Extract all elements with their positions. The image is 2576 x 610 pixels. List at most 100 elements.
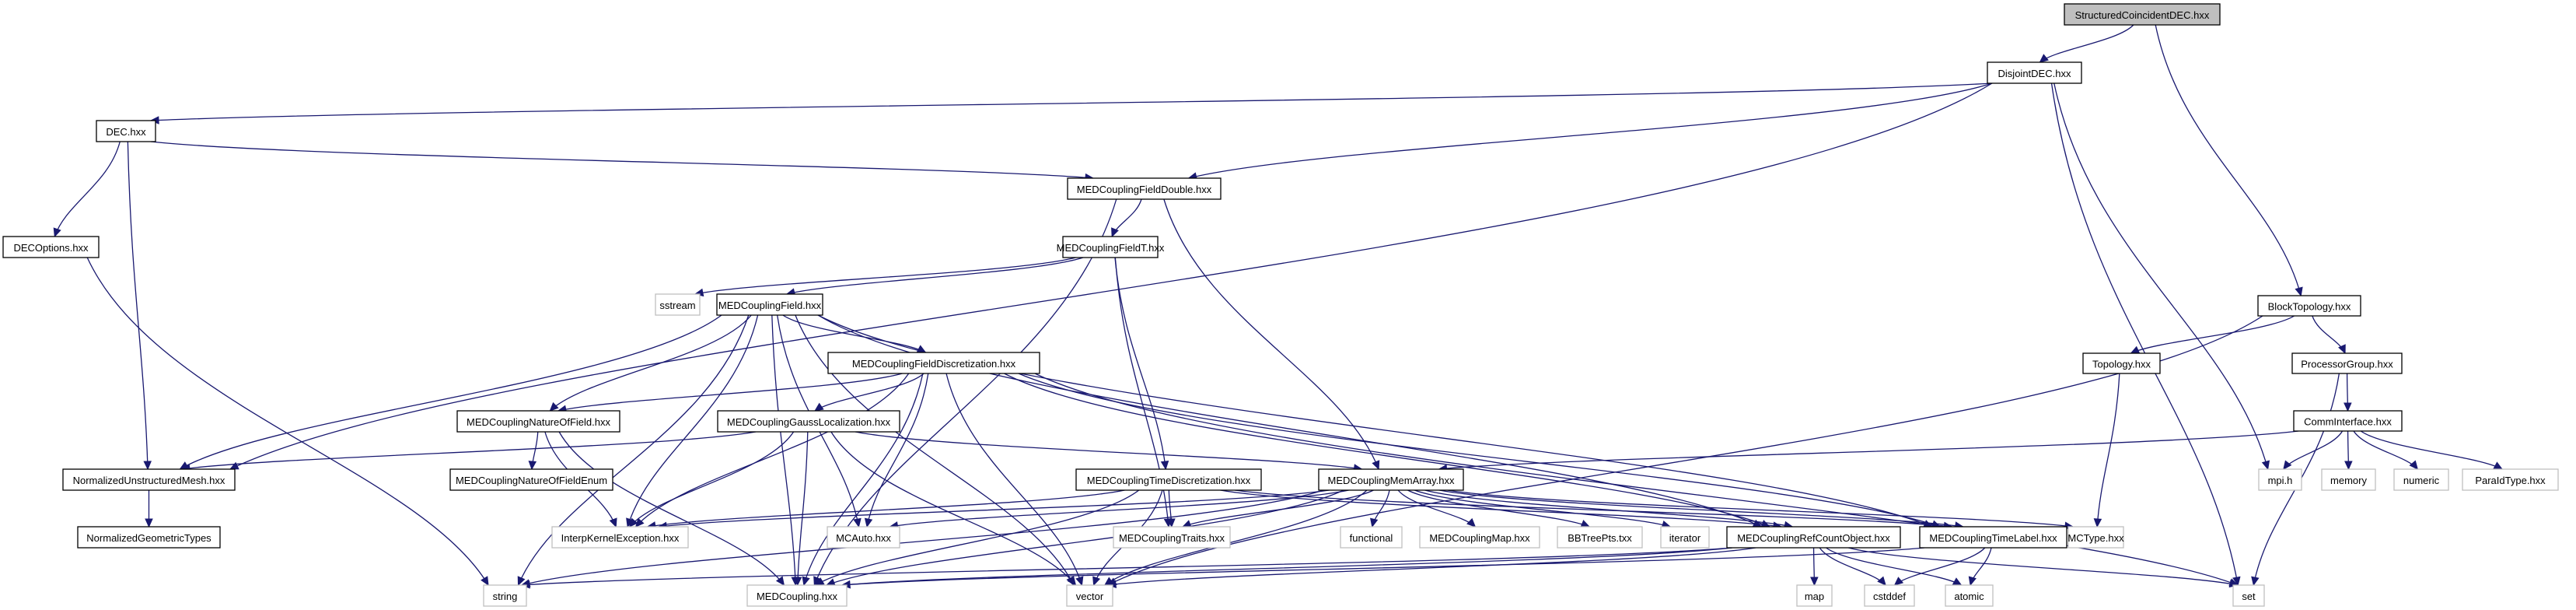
node-set[interactable]: set: [2232, 584, 2265, 607]
node-label: StructuredCoincidentDEC.hxx: [2075, 9, 2210, 21]
node-label: MEDCouplingField.hxx: [718, 300, 822, 311]
node-label: MEDCouplingRefCountObject.hxx: [1737, 532, 1890, 544]
edge-medcoupling-ref-count-object-to-vector: [1107, 547, 1756, 586]
node-memory[interactable]: memory: [2321, 468, 2376, 491]
node-box: [483, 584, 527, 607]
node-cstddef[interactable]: cstddef: [1864, 584, 1915, 607]
arrowhead-icon: [2295, 286, 2303, 297]
node-bbtree-pts[interactable]: BBTreePts.txx: [1557, 526, 1643, 549]
node-box: [2064, 3, 2221, 26]
node-decoptions[interactable]: DECOptions.hxx: [2, 236, 100, 258]
arrowhead-icon: [2344, 402, 2352, 412]
node-box: [1557, 526, 1643, 549]
edge-medcoupling-mem-array-to-medcoupling: [826, 489, 1344, 586]
node-medcoupling-field-t[interactable]: MEDCouplingFieldT.hxx: [1057, 236, 1165, 258]
node-label: MCAuto.hxx: [836, 532, 891, 544]
node-string[interactable]: string: [483, 584, 527, 607]
arrowhead-icon: [53, 227, 61, 238]
edges-layer: [53, 24, 2504, 589]
node-numeric[interactable]: numeric: [2393, 468, 2449, 491]
edge-disjoint-dec-to-medcoupling-field-double: [1188, 82, 1993, 179]
node-box: [62, 468, 236, 491]
node-normalized-geometric-types[interactable]: NormalizedGeometricTypes: [77, 526, 221, 549]
node-mctype[interactable]: MCType.hxx: [2067, 526, 2124, 549]
arrowhead-icon: [1466, 517, 1477, 528]
node-label: MEDCouplingNatureOfFieldEnum: [456, 475, 607, 486]
edge-comm-interface-to-numeric: [2353, 430, 2418, 470]
node-label: MEDCouplingTimeLabel.hxx: [1929, 532, 2057, 544]
node-sstream[interactable]: sstream: [655, 293, 701, 316]
arrowhead-icon: [2283, 460, 2292, 470]
edge-medcoupling-time-discretization-to-medcoupling-time-label: [1234, 489, 1952, 528]
edge-medcoupling-ref-count-object-to-set: [1848, 547, 2239, 586]
arrowhead-icon: [143, 461, 152, 471]
edge-medcoupling-field-t-to-medcoupling-field: [786, 257, 1084, 295]
node-box: [1864, 584, 1915, 607]
node-label: MEDCouplingNatureOfField.hxx: [467, 416, 610, 428]
node-label: MEDCouplingGaussLocalization.hxx: [727, 416, 891, 428]
node-label: InterpKernelException.hxx: [561, 532, 680, 544]
arrowhead-icon: [549, 401, 559, 412]
arrowhead-icon: [2409, 460, 2419, 470]
node-topology[interactable]: Topology.hxx: [2082, 352, 2161, 374]
node-box: [2082, 352, 2161, 374]
edge-medcoupling-field-t-to-medcoupling-time-discretization: [1114, 257, 1166, 470]
edge-medcoupling-field-discretization-to-interp-kernel-exception: [635, 373, 910, 528]
node-label: cstddef: [1873, 591, 1906, 602]
edge-structured-coincident-dec-to-block-topology: [2155, 24, 2302, 296]
node-comm-interface[interactable]: CommInterface.hxx: [2293, 410, 2403, 432]
edge-comm-interface-to-para-id-type: [2360, 430, 2503, 470]
node-medcoupling-time-label[interactable]: MEDCouplingTimeLabel.hxx: [1919, 526, 2067, 549]
arrowhead-icon: [1877, 576, 1886, 586]
node-structured-coincident-dec[interactable]: StructuredCoincidentDEC.hxx: [2064, 3, 2221, 26]
node-box: [1726, 526, 1901, 549]
node-medcoupling-nature-of-field-enum[interactable]: MEDCouplingNatureOfFieldEnum: [449, 468, 613, 491]
arrowhead-icon: [1160, 460, 1169, 471]
edge-disjoint-dec-to-set: [2050, 82, 2239, 586]
node-medcoupling-nature-of-field[interactable]: MEDCouplingNatureOfField.hxx: [456, 410, 620, 433]
node-interp-kernel-exception[interactable]: InterpKernelException.hxx: [551, 526, 689, 549]
node-vector[interactable]: vector: [1066, 584, 1113, 607]
node-label: MEDCouplingMemArray.hxx: [1327, 475, 1455, 486]
node-medcoupling-map[interactable]: MEDCouplingMap.hxx: [1419, 526, 1540, 549]
edge-medcoupling-gauss-localization-to-vector: [830, 431, 1076, 586]
node-mcauto[interactable]: MCAuto.hxx: [827, 526, 900, 549]
node-medcoupling-field[interactable]: MEDCouplingField.hxx: [716, 293, 823, 316]
node-medcoupling[interactable]: MEDCoupling.hxx: [746, 584, 848, 607]
edge-medcoupling-time-label-to-medcoupling: [841, 547, 1925, 586]
node-disjoint-dec[interactable]: DisjointDEC.hxx: [1987, 61, 2082, 84]
node-functional[interactable]: functional: [1340, 526, 1403, 549]
edge-dec-to-decoptions: [54, 141, 121, 237]
node-dec[interactable]: DEC.hxx: [96, 120, 156, 142]
node-label: NormalizedUnstructuredMesh.hxx: [73, 475, 225, 486]
node-medcoupling-field-double[interactable]: MEDCouplingFieldDouble.hxx: [1067, 177, 1222, 200]
edge-medcoupling-field-to-vector: [795, 314, 1075, 586]
node-box: [1062, 236, 1159, 258]
node-box: [2067, 526, 2124, 549]
node-box: [456, 410, 620, 433]
node-iterator[interactable]: iterator: [1660, 526, 1710, 549]
node-medcoupling-field-discretization[interactable]: MEDCouplingFieldDiscretization.hxx: [827, 352, 1040, 374]
node-mpi[interactable]: mpi.h: [2258, 468, 2302, 491]
node-medcoupling-ref-count-object[interactable]: MEDCouplingRefCountObject.hxx: [1726, 526, 1901, 549]
node-medcoupling-time-discretization[interactable]: MEDCouplingTimeDiscretization.hxx: [1075, 468, 1262, 491]
node-processor-group[interactable]: ProcessorGroup.hxx: [2291, 352, 2403, 374]
node-box: [2393, 468, 2449, 491]
node-box: [2321, 468, 2376, 491]
node-medcoupling-gauss-localization[interactable]: MEDCouplingGaussLocalization.hxx: [717, 410, 900, 433]
edge-decoptions-to-string: [86, 257, 489, 586]
edge-medcoupling-mem-array-to-mctype: [1447, 489, 2074, 528]
arrowhead-icon: [2039, 54, 2049, 63]
node-normalized-unstructured-mesh[interactable]: NormalizedUnstructuredMesh.hxx: [62, 468, 236, 491]
node-para-id-type[interactable]: ParaIdType.hxx: [2462, 468, 2559, 491]
edge-medcoupling-gauss-localization-to-medcoupling-mem-array: [855, 431, 1362, 470]
node-block-topology[interactable]: BlockTopology.hxx: [2257, 295, 2361, 317]
node-medcoupling-traits[interactable]: MEDCouplingTraits.hxx: [1113, 526, 1231, 549]
edge-medcoupling-mem-array-to-interp-kernel-exception: [659, 489, 1330, 528]
node-box: [1919, 526, 2067, 549]
arrowhead-icon: [1968, 576, 1977, 587]
node-box: [449, 468, 613, 491]
node-medcoupling-mem-array[interactable]: MEDCouplingMemArray.hxx: [1318, 468, 1464, 491]
node-atomic[interactable]: atomic: [1945, 584, 1994, 607]
node-map[interactable]: map: [1796, 584, 1833, 607]
